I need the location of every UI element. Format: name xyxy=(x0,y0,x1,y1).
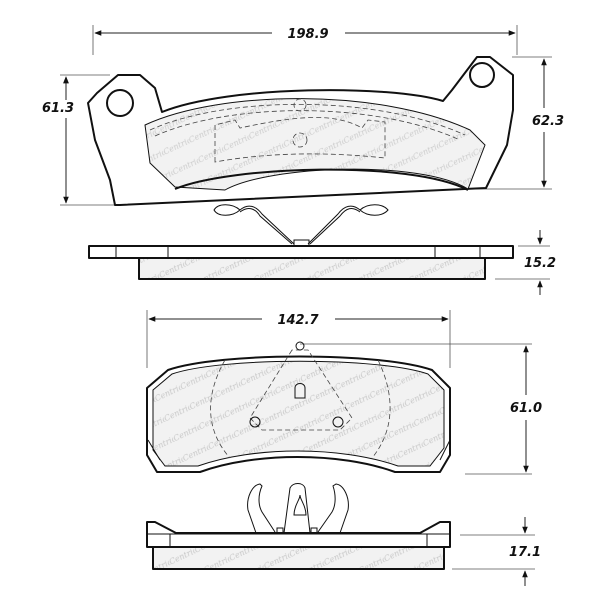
lower-height-label: 61.0 xyxy=(510,401,542,416)
lower-pad-side-view: 17.1 xyxy=(146,483,541,586)
lower-width-label: 142.7 xyxy=(277,313,319,328)
upper-width-label: 198.9 xyxy=(287,27,328,42)
upper-pad-front-view: 198.9 61.3 62.3 xyxy=(42,25,564,206)
upper-height-right-label: 62.3 xyxy=(532,114,564,129)
lower-pad-front-view: 142.7 61.0 xyxy=(146,310,542,475)
upper-thickness-label: 15.2 xyxy=(524,256,556,271)
lower-thickness-label: 17.1 xyxy=(509,545,541,560)
upper-height-left-label: 61.3 xyxy=(42,101,74,116)
upper-pad-side-view: 15.2 xyxy=(88,204,556,295)
